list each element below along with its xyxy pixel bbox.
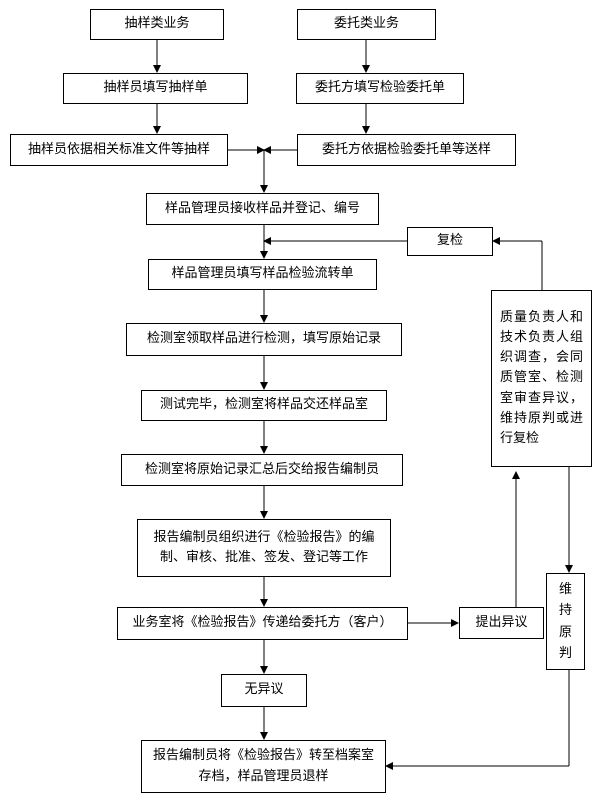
sampler-fills-form-box: 抽样员填写抽样单 [63, 73, 248, 104]
commission-business-label: 委托类业务 [333, 16, 399, 32]
raise-objection-box: 提出异议 [459, 607, 544, 639]
sampler-samples-box: 抽样员依据相关标准文件等抽样 [10, 134, 228, 166]
maintain-original-box: 维持原判 [546, 573, 585, 670]
commission-business-box: 委托类业务 [297, 9, 436, 40]
archive-box: 报告编制员将《检验报告》转至档案室存档，样品管理员退样 [141, 740, 386, 793]
client-fills-form-box: 委托方填写检验委托单 [296, 73, 464, 104]
recheck-label: 复检 [436, 233, 463, 249]
compile-report-box: 报告编制员组织进行《检验报告》的编制、审核、批准、签发、登记等工作 [137, 519, 391, 577]
fill-flow-sheet-box: 样品管理员填写样品检验流转单 [148, 259, 377, 290]
sampling-business-label: 抽样类业务 [124, 16, 190, 32]
quality-investigation-box: 质量负责人和技术负责人组织调查，会同质管室、检测室审查异议，维持原判或进行复检 [491, 290, 592, 467]
lab-test-box: 检测室领取样品进行检测，填写原始记录 [126, 323, 402, 356]
receive-register-label: 样品管理员接收样品并登记、编号 [164, 200, 360, 216]
compile-report-label: 报告编制员组织进行《检验报告》的编制、审核、批准、签发、登记等工作 [153, 529, 375, 565]
client-sends-sample-label: 委托方依据检验委托单等送样 [321, 141, 491, 157]
fill-flow-sheet-label: 样品管理员填写样品检验流转单 [171, 266, 354, 282]
quality-investigation-label: 质量负责人和技术负责人组织调查，会同质管室、检测室审查异议，维持原判或进行复检 [500, 310, 583, 446]
sampler-samples-label: 抽样员依据相关标准文件等抽样 [27, 141, 210, 157]
no-objection-box: 无异议 [221, 674, 307, 707]
sampling-business-box: 抽样类业务 [90, 9, 224, 40]
records-to-compiler-label: 检测室将原始记录汇总后交给报告编制员 [144, 461, 379, 477]
receive-register-box: 样品管理员接收样品并登记、编号 [146, 193, 379, 225]
records-to-compiler-box: 检测室将原始记录汇总后交给报告编制员 [121, 454, 403, 486]
deliver-report-label: 业务室将《检验报告》传递给委托方（客户） [132, 615, 393, 631]
archive-label: 报告编制员将《检验报告》转至档案室存档，样品管理员退样 [152, 748, 374, 784]
deliver-report-box: 业务室将《检验报告》传递给委托方（客户） [117, 607, 408, 640]
test-done-box: 测试完毕，检测室将样品交还样品室 [141, 390, 387, 421]
client-fills-form-label: 委托方填写检验委托单 [314, 80, 445, 96]
raise-objection-label: 提出异议 [475, 614, 528, 630]
lab-test-label: 检测室领取样品进行检测，填写原始记录 [146, 331, 381, 347]
test-done-label: 测试完毕，检测室将样品交还样品室 [159, 397, 368, 413]
client-sends-sample-box: 委托方依据检验委托单等送样 [297, 134, 516, 166]
maintain-original-label: 维持原判 [558, 581, 572, 661]
no-objection-label: 无异议 [244, 682, 284, 698]
sampler-fills-form-label: 抽样员填写抽样单 [103, 80, 208, 96]
recheck-box: 复检 [407, 227, 493, 256]
